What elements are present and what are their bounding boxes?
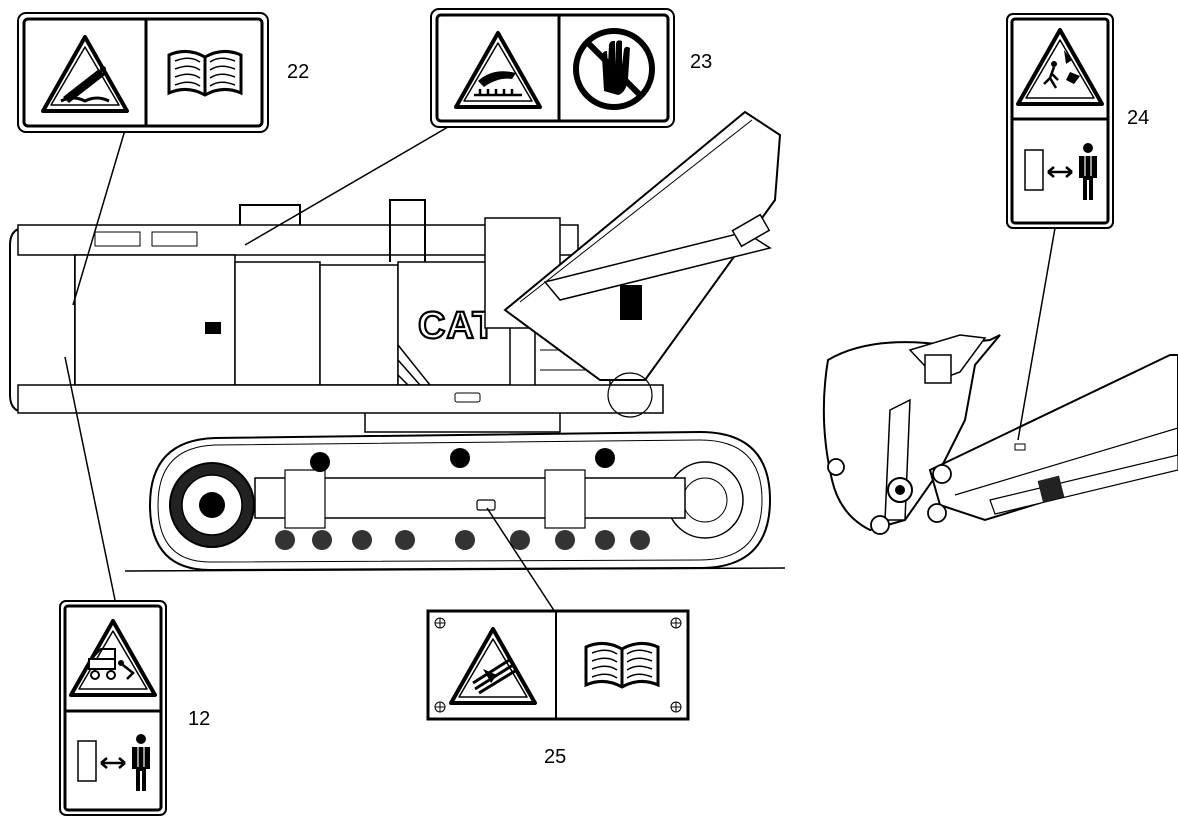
keep-distance-icon [1024,142,1098,201]
callout-25: 25 [544,746,566,768]
crush-hazard-icon [69,619,157,697]
excavator-drawing: CAT [9,110,786,572]
entanglement-hazard-icon [449,627,537,705]
brand-logo: CAT [418,305,496,347]
decal-23 [430,8,675,128]
decal-22 [17,12,269,133]
boom [503,110,782,381]
decal-24 [1006,13,1114,229]
manual-icon [584,641,660,689]
bucket [822,334,1001,532]
leader-12 [64,356,116,601]
falling-object-icon [1016,28,1104,106]
burn-hazard-icon [41,35,129,113]
decal-25 [426,609,690,721]
leader-22 [72,129,126,306]
callout-23: 23 [690,51,712,73]
leader-24 [1017,227,1056,441]
leader-25 [486,507,556,613]
callout-24: 24 [1127,107,1149,129]
leader-lines [64,126,1056,613]
leader-23 [244,126,449,246]
callout-12: 12 [188,708,210,730]
stick-bucket-detail [822,334,1178,535]
no-touch-icon [573,28,655,110]
hot-surface-icon [454,31,542,109]
manual-icon [167,49,243,97]
keep-distance-icon [77,733,151,792]
decal-12 [59,600,167,816]
callout-22: 22 [287,61,309,83]
